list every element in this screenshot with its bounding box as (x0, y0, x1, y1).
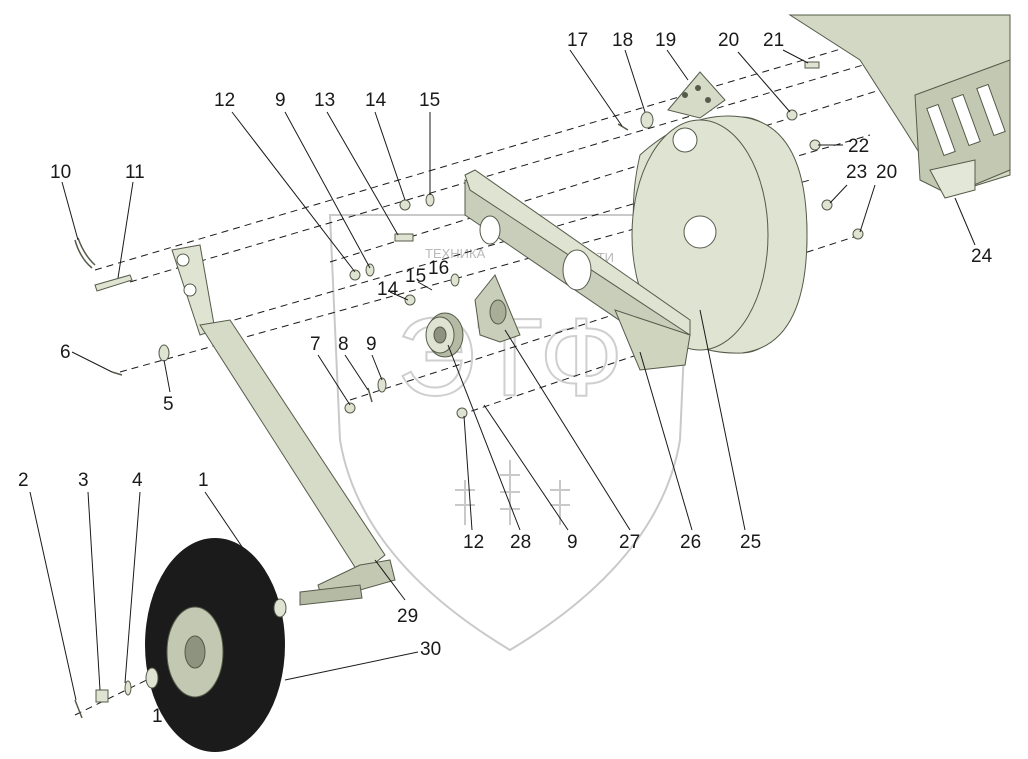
cotter-pin-2 (74, 699, 83, 719)
washer-9-mid (377, 377, 387, 393)
callout-26: 26 (680, 532, 701, 553)
callout-2: 2 (18, 470, 29, 491)
nut-7 (344, 402, 356, 414)
callout-3: 3 (78, 470, 89, 491)
callout-21: 21 (763, 30, 784, 51)
callout-5: 5 (163, 394, 174, 415)
cotter-pins (74, 123, 629, 719)
callout-18: 18 (612, 30, 633, 51)
callout-28: 28 (510, 532, 531, 553)
callout-30: 30 (420, 639, 441, 660)
callout-6: 6 (60, 342, 71, 363)
part-25-disc-shield (631, 115, 808, 354)
callout-27: 27 (619, 532, 640, 553)
watermark-line1: ТЕХНИКА (425, 246, 486, 261)
bolt-13 (394, 233, 414, 242)
callout-9-mid: 9 (366, 334, 377, 355)
callout-11: 11 (125, 162, 145, 183)
callout-13: 13 (314, 90, 335, 111)
callout-25: 25 (740, 532, 761, 553)
callout-4: 4 (132, 470, 143, 491)
part-19-bracket (667, 71, 726, 119)
washer-1-lower (145, 667, 159, 689)
plate-hole-left (479, 215, 501, 245)
callout-14-upper: 14 (365, 90, 387, 111)
nut-14-upper (399, 199, 411, 211)
callout-15-lower: 15 (405, 266, 426, 287)
washer-20-upper (786, 109, 798, 121)
cotter-pin-17 (617, 123, 629, 131)
callout-20-upper: 20 (718, 30, 739, 51)
callout-19: 19 (655, 30, 676, 51)
nut-12-upper (349, 269, 361, 281)
callout-17: 17 (567, 30, 588, 51)
callout-14-lower: 14 (377, 279, 399, 300)
callout-8: 8 (338, 334, 349, 355)
nut-12-lower (456, 407, 468, 419)
plate-hole-right (562, 249, 592, 291)
disc-hole-center (683, 215, 717, 249)
nut-23 (821, 199, 833, 211)
callout-10: 10 (50, 162, 71, 183)
pin-11 (94, 274, 133, 292)
callout-16: 16 (428, 258, 449, 279)
callout-7: 7 (310, 334, 321, 355)
callout-9-upper: 9 (275, 90, 286, 111)
part-28-bearing (425, 312, 464, 358)
part-24-frame (788, 14, 1011, 199)
washer-1-upper (273, 598, 287, 618)
watermark-wheat-left (455, 480, 475, 525)
callout-22: 22 (848, 136, 869, 157)
frame-slots (926, 83, 1006, 157)
cotter-pin-8 (367, 387, 373, 403)
washer-18 (640, 111, 654, 129)
part-30-wheel (145, 538, 285, 752)
nut-14-lower (404, 294, 416, 306)
callout-29: 29 (397, 606, 418, 627)
callout-12-upper: 12 (214, 90, 235, 111)
leader-lines (29, 49, 976, 701)
callout-9-lower: 9 (567, 532, 578, 553)
callout-1-lower: 1 (152, 706, 163, 727)
callout-24: 24 (971, 246, 993, 267)
washer-4 (124, 680, 132, 696)
washer-16 (450, 273, 460, 287)
disc-hole-upper (672, 127, 698, 153)
cotter-pin-10 (74, 237, 96, 269)
washer-9-upper (365, 263, 375, 277)
callout-20-lower: 20 (876, 162, 897, 183)
callout-23: 23 (846, 162, 867, 183)
bolt-21 (804, 61, 820, 69)
part-26-mounting-plate (464, 169, 691, 371)
callout-15-upper: 15 (419, 90, 440, 111)
watermark-wheat-middle (500, 460, 520, 525)
callout-labels: 17 18 19 20 21 22 23 20 24 12 9 13 14 15… (18, 30, 993, 727)
part-29-swing-arm (171, 244, 396, 606)
nut-20-lower (852, 228, 864, 240)
nut-3 (95, 689, 109, 703)
fasteners (94, 61, 864, 703)
watermark-shield (328, 214, 692, 652)
washer-5 (158, 344, 170, 362)
washer-15-upper (425, 193, 435, 207)
callout-1-upper: 1 (198, 470, 209, 491)
cotter-pin-6 (111, 371, 123, 376)
callout-12-lower: 12 (463, 532, 484, 553)
